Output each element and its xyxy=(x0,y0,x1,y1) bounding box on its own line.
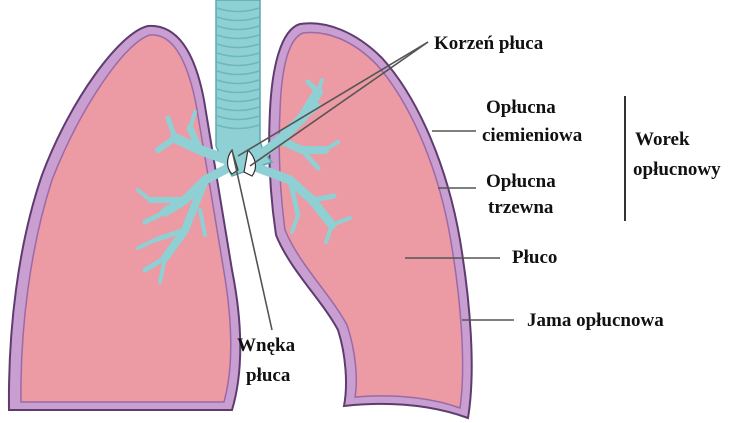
label-wneka-line1: Wnęka xyxy=(237,335,296,356)
label-oplucna-ciemieniowa-line2: ciemieniowa xyxy=(482,125,583,146)
label-wneka-line2: płuca xyxy=(246,365,291,386)
right-lung-body xyxy=(279,32,462,408)
label-worek-line2: opłucnowy xyxy=(633,159,721,180)
label-oplucna-trzewna-line1: Opłucna xyxy=(486,171,556,192)
label-oplucna-trzewna-line2: trzewna xyxy=(488,197,554,218)
label-jama-oplucnowa: Jama opłucnowa xyxy=(527,310,664,331)
label-pluco: Płuco xyxy=(512,247,557,268)
left-lung xyxy=(9,26,240,410)
label-worek-line1: Worek xyxy=(635,129,690,150)
label-oplucna-ciemieniowa-line1: Opłucna xyxy=(486,97,556,118)
label-korzen-pluca: Korzeń płuca xyxy=(434,33,544,54)
